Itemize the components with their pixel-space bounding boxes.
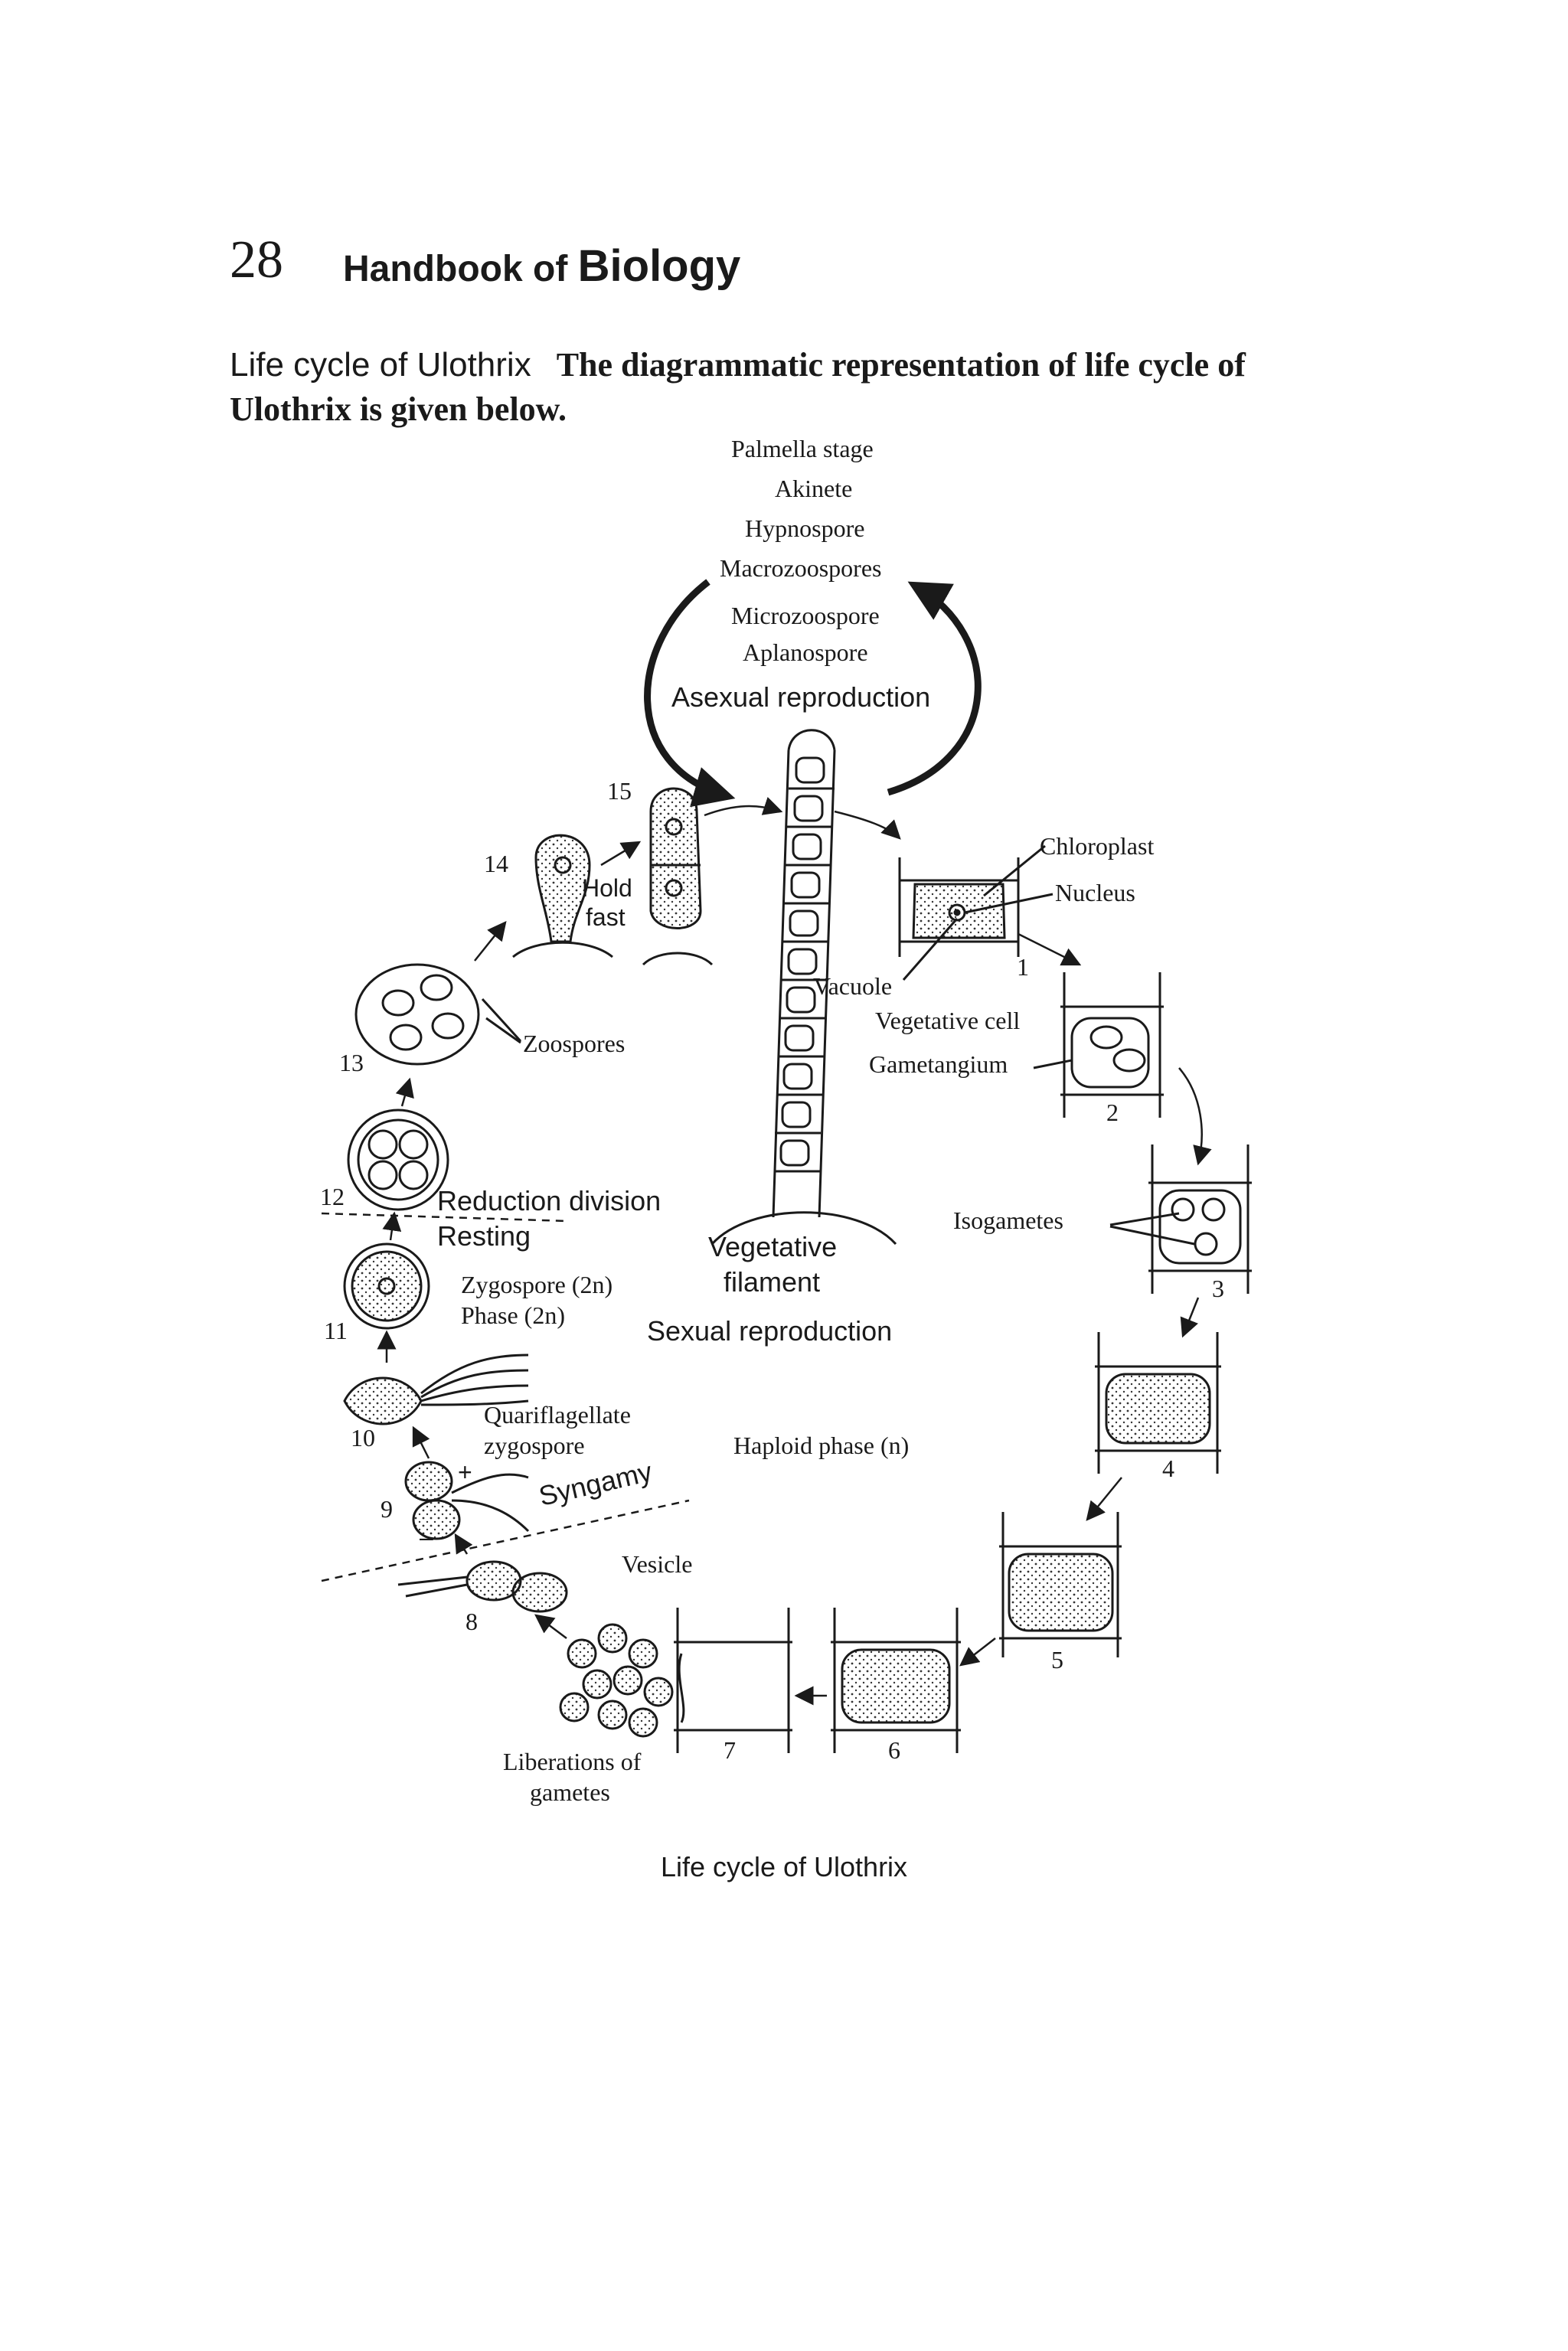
stage-4-cell	[1095, 1332, 1221, 1474]
label-filament: filament	[724, 1266, 821, 1298]
stage-number-14: 14	[484, 850, 508, 877]
stage-12-reduction-division	[347, 1109, 449, 1211]
label-plus-strain: +	[458, 1458, 472, 1486]
section-heading: Life cycle of Ulothrix	[230, 346, 531, 384]
stage-9-syngamy	[404, 1461, 530, 1540]
stage-number-5: 5	[1051, 1646, 1063, 1673]
stage-microzoospore: Microzoospore	[731, 602, 880, 629]
label-vesicle: Vesicle	[622, 1550, 693, 1578]
stage-11-zygospore	[343, 1242, 430, 1330]
page-number: 28	[230, 230, 283, 289]
label-nucleus: Nucleus	[1055, 879, 1135, 906]
running-title: Handbook of Biology	[343, 240, 740, 292]
stage-number-13: 13	[339, 1049, 364, 1076]
stage-akinete: Akinete	[775, 475, 853, 502]
stage-5-cell	[999, 1512, 1122, 1657]
stage-number-8: 8	[466, 1608, 478, 1635]
vegetative-filament	[710, 729, 897, 1246]
stage-13-zoospores	[354, 963, 522, 1066]
label-zygospore-2n: Zygospore (2n)	[461, 1271, 613, 1298]
stage-macrozoospores: Macrozoospores	[720, 554, 882, 582]
stage-number-7: 7	[724, 1736, 736, 1764]
label-minus-strain: –	[420, 1523, 433, 1551]
label-vegetative-cell: Vegetative cell	[875, 1007, 1021, 1034]
stage-number-10: 10	[351, 1424, 375, 1451]
stage-palmella: Palmella stage	[731, 435, 874, 462]
stage-number-3: 3	[1212, 1275, 1224, 1302]
stage-aplanospore: Aplanospore	[743, 638, 868, 666]
label-chloroplast: Chloroplast	[1040, 832, 1155, 860]
label-vegetative: Vegetative	[708, 1231, 838, 1262]
stage-3-isogametes	[1109, 1144, 1252, 1294]
stage-2-gametangium	[1033, 972, 1164, 1118]
stage-number-15: 15	[607, 777, 632, 805]
stage-number-11: 11	[324, 1317, 348, 1344]
stage-8-fusing-gametes	[397, 1560, 568, 1613]
label-resting: Resting	[437, 1220, 531, 1252]
label-isogametes: Isogametes	[953, 1207, 1063, 1234]
stage-7-empty-cell	[674, 1608, 792, 1753]
stage-15-young-filament	[642, 787, 714, 966]
stage-number-4: 4	[1162, 1455, 1174, 1482]
stage-10-quadriflagellate-zygospore	[343, 1353, 529, 1425]
figure-caption: Life cycle of Ulothrix	[660, 1851, 908, 1882]
label-vacuole: Vacuole	[813, 972, 893, 1000]
label-phase-2n: Phase (2n)	[461, 1301, 565, 1329]
syngamy-dashed-line	[321, 1499, 690, 1582]
asexual-arrow-right	[887, 581, 982, 796]
running-title-main: Biology	[577, 241, 741, 291]
label-fast: fast	[586, 903, 626, 931]
label-zoospores: Zoospores	[523, 1030, 626, 1057]
stage-1-vegetative-cell	[898, 844, 1054, 981]
label-liberations-of: Liberations of	[503, 1748, 642, 1775]
label-sexual-reproduction: Sexual reproduction	[647, 1315, 893, 1347]
label-reduction-division: Reduction division	[437, 1185, 662, 1216]
label-gametes: gametes	[530, 1778, 610, 1806]
label-quadriflagellate: Quariflagellate	[484, 1401, 631, 1429]
label-haploid-phase: Haploid phase (n)	[733, 1432, 910, 1459]
intro-text: The diagrammatic representation of life …	[230, 346, 1246, 428]
label-hold: Hold	[582, 874, 632, 902]
stage-number-2: 2	[1106, 1099, 1119, 1126]
asexual-arrow-left	[644, 579, 736, 808]
stage-6-cell	[831, 1608, 961, 1753]
stage-number-1: 1	[1017, 953, 1029, 981]
label-asexual-reproduction: Asexual reproduction	[671, 681, 931, 713]
stage-hypnospore: Hypnospore	[745, 514, 865, 542]
stage-14-holdfast-germling	[512, 834, 613, 958]
intro-paragraph: Life cycle of Ulothrix The diagrammatic …	[230, 343, 1363, 432]
label-zygospore: zygospore	[484, 1432, 585, 1459]
stage-number-6: 6	[888, 1736, 900, 1764]
stage-number-9: 9	[381, 1495, 393, 1523]
liberated-gametes	[559, 1623, 674, 1738]
running-title-prefix: Handbook of	[343, 249, 568, 289]
stage-number-12: 12	[320, 1183, 345, 1210]
label-gametangium: Gametangium	[869, 1050, 1008, 1078]
